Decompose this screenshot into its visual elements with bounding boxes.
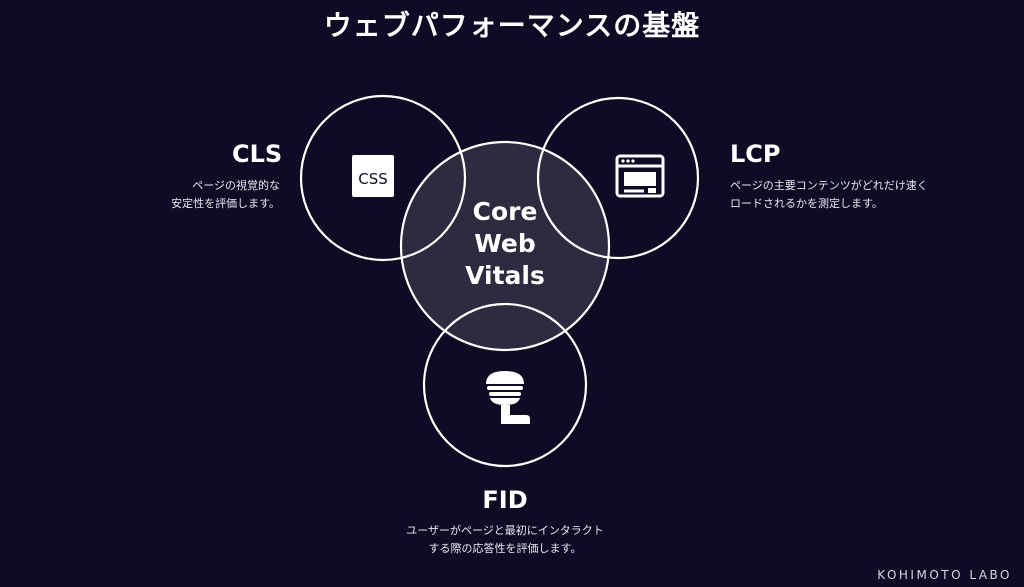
tap-hand-icon bbox=[486, 371, 530, 424]
fid-circle bbox=[422, 302, 588, 468]
fid-description: ユーザーがページと最初にインタラクト する際の応答性を評価します。 bbox=[385, 522, 625, 558]
fid-heading: FID bbox=[482, 486, 528, 514]
brand-watermark: KOHIMOTO LABO bbox=[877, 568, 1012, 582]
cls-description: ページの視覚的な 安定性を評価します。 bbox=[140, 177, 280, 213]
core-web-vitals-label: Core Web Vitals bbox=[405, 196, 605, 292]
lcp-heading: LCP bbox=[730, 140, 781, 168]
core-line-3: Vitals bbox=[465, 261, 545, 290]
css-icon: CSS bbox=[352, 155, 394, 197]
svg-text:CSS: CSS bbox=[358, 170, 388, 188]
diagram-title: ウェブパフォーマンスの基盤 bbox=[323, 9, 701, 42]
cls-circle bbox=[299, 94, 467, 262]
core-circle bbox=[399, 140, 611, 352]
lcp-description: ページの主要コンテンツがどれだけ速く ロードされるかを測定します。 bbox=[730, 177, 970, 213]
lcp-desc-line-2: ロードされるかを測定します。 bbox=[730, 197, 883, 210]
cls-heading: CLS bbox=[232, 140, 283, 168]
lcp-circle bbox=[536, 96, 700, 260]
core-line-1: Core bbox=[472, 197, 538, 226]
web-page-layout-icon bbox=[615, 154, 665, 198]
core-line-2: Web bbox=[474, 229, 536, 258]
fid-desc-line-1: ユーザーがページと最初にインタラクト bbox=[406, 524, 604, 537]
lcp-desc-line-1: ページの主要コンテンツがどれだけ速く bbox=[730, 179, 928, 192]
fid-desc-line-2: する際の応答性を評価します。 bbox=[428, 542, 582, 555]
cls-desc-line-2: 安定性を評価します。 bbox=[171, 197, 280, 210]
cls-desc-line-1: ページの視覚的な bbox=[192, 179, 280, 192]
